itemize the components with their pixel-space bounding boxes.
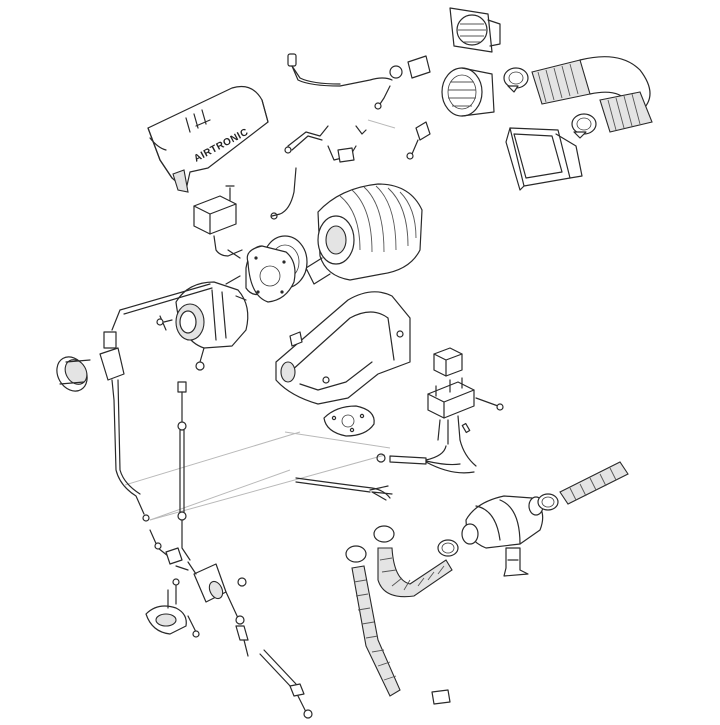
grommet xyxy=(56,356,91,392)
flexible-air-duct xyxy=(531,56,653,133)
flange-plate xyxy=(323,405,375,437)
gasket xyxy=(246,245,296,303)
fuse-holder xyxy=(427,347,504,467)
exhaust-pipe xyxy=(351,461,629,705)
exhaust-silencer xyxy=(461,495,544,577)
power-harness xyxy=(295,445,475,501)
mounting-bracket xyxy=(145,578,200,638)
fuel-filter-line xyxy=(259,649,313,719)
wiring-loom xyxy=(99,283,213,522)
fuel-pump xyxy=(175,561,249,657)
air-outlet-grille xyxy=(449,7,501,53)
glow-pin xyxy=(270,121,431,220)
guide-lines xyxy=(124,119,396,521)
fuel-connector xyxy=(149,529,183,565)
sensor-lead xyxy=(287,53,431,110)
hose-clamps xyxy=(503,67,597,139)
air-inlet-hood xyxy=(441,67,495,117)
air-outlet-housing xyxy=(505,127,583,191)
control-unit xyxy=(193,185,243,257)
heat-exchanger xyxy=(305,183,423,285)
exhaust-clamps xyxy=(345,493,559,563)
heater-cover: AIRTRONIC xyxy=(147,85,269,193)
blower-motor xyxy=(156,281,249,371)
lower-casing xyxy=(275,291,411,405)
fuel-line xyxy=(177,381,191,561)
